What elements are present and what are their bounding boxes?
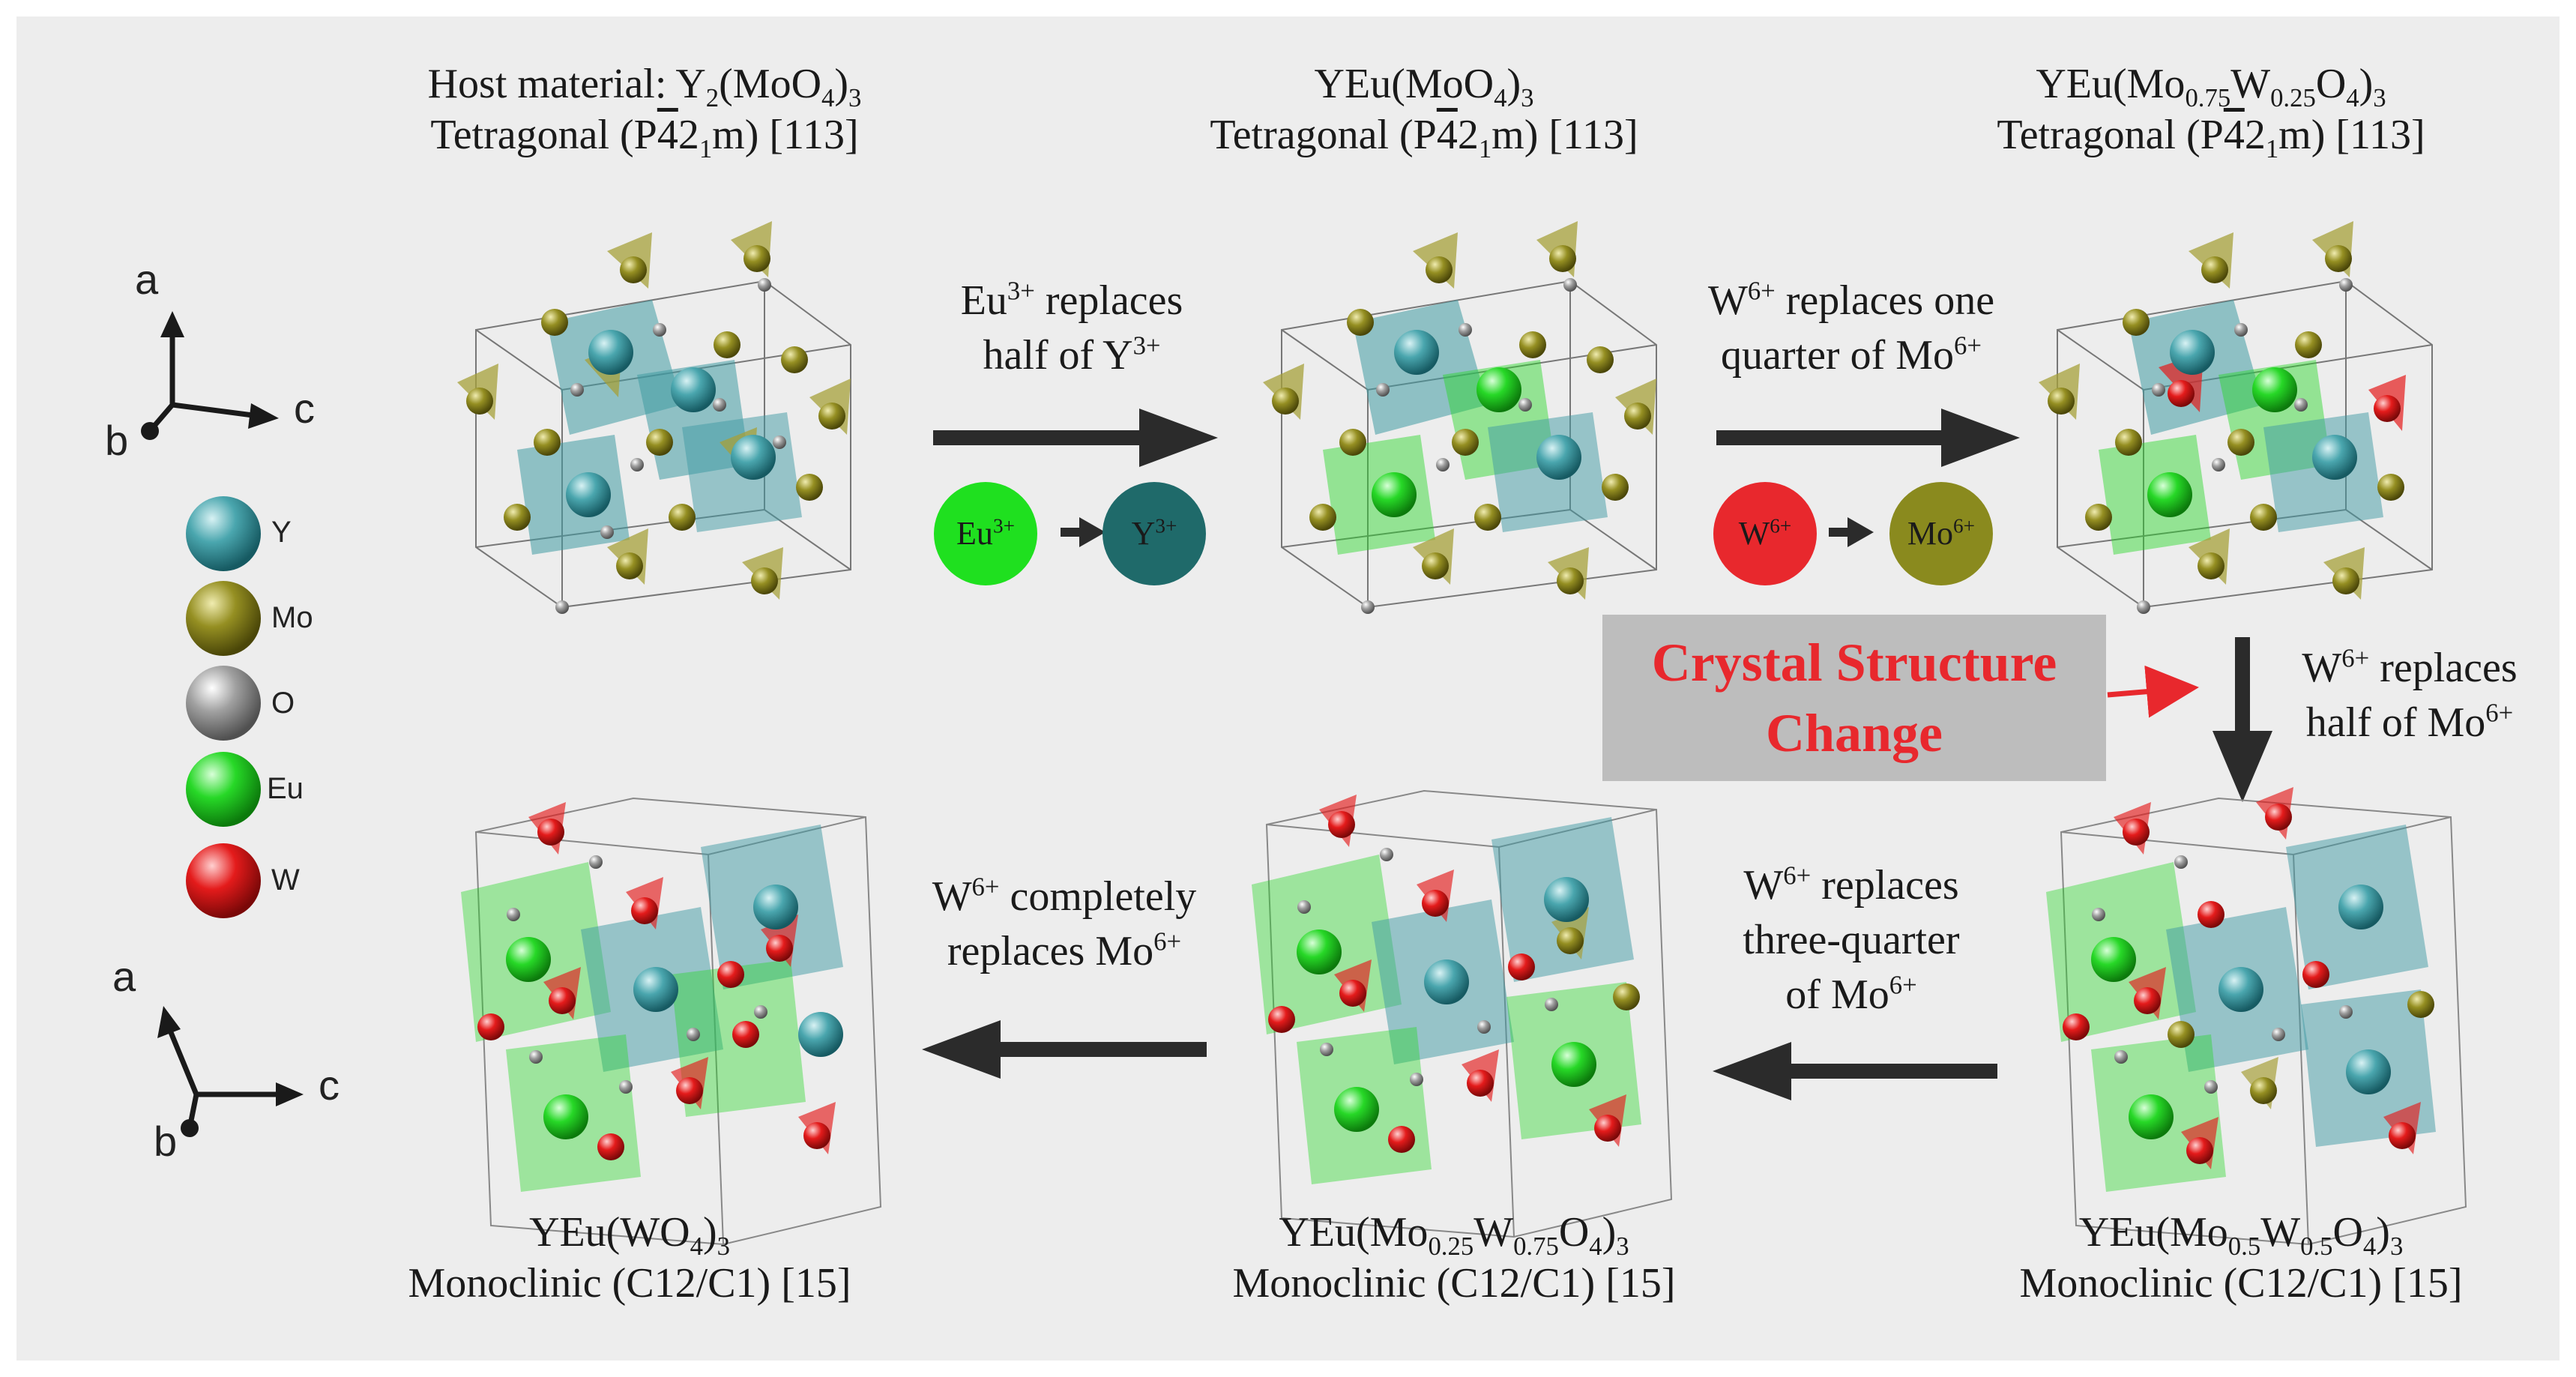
title-s2-formula: YEu(MoO4)3 — [1314, 61, 1534, 113]
axis-label-c-bottom: c — [319, 1061, 340, 1109]
axis-label-a-top: a — [135, 256, 159, 303]
title-s6-phase: Monoclinic (C12/C1) [15] — [408, 1260, 851, 1307]
legend-swatch-eu — [186, 752, 261, 827]
axis-label-b-bottom: b — [154, 1118, 178, 1165]
ion-circle-eu — [934, 482, 1037, 585]
red-pointer-arrow — [2107, 665, 2199, 718]
ion-circle-y — [1103, 482, 1206, 585]
title-s2-phase: Tetragonal (P421m) [113] — [1210, 112, 1638, 164]
legend-swatch-o — [186, 666, 261, 741]
ion-label-w: W6+ — [1738, 514, 1792, 552]
title-host: Host material: Y2(MoO4)3 Tetragonal (P42… — [315, 58, 974, 164]
legend-label-y: Y — [271, 516, 292, 549]
step2-caption: W6+ replaces one quarter of Mo6+ — [1707, 276, 1995, 379]
arrow-right-1 — [933, 409, 1218, 467]
legend-label-w: W — [271, 864, 300, 897]
step4-caption: W6+ replaces three-quarter of Mo6+ — [1743, 861, 1960, 1018]
crystal-s5 — [1252, 789, 1673, 1238]
crystal-s4 — [2046, 787, 2467, 1246]
change-label-line2: Change — [1765, 702, 1943, 763]
crystal-s2 — [1263, 221, 1657, 614]
arrow-right-2 — [1716, 409, 2020, 467]
ion-circle-w — [1713, 482, 1817, 585]
title-s2: YEu(MoO4)3 Tetragonal (P421m) [113] — [1109, 58, 1739, 164]
arrow-down — [2212, 637, 2272, 802]
legend-swatch-w — [186, 843, 261, 918]
step3-caption: W6+ replaces half of Mo6+ — [2302, 643, 2518, 746]
ion-label-y: Y3+ — [1131, 514, 1177, 552]
legend-swatch-y — [186, 496, 261, 571]
axis-label-a-bottom: a — [112, 953, 136, 1000]
axis-label-b-top: b — [105, 417, 129, 464]
arrows — [922, 409, 2272, 1100]
title-s5-formula: YEu(Mo0.25W0.75O4)3 — [1279, 1209, 1629, 1262]
axis-triad-top — [141, 311, 279, 440]
title-s4-phase: Monoclinic (C12/C1) [15] — [2019, 1260, 2463, 1307]
axis-label-c-top: c — [294, 385, 315, 432]
legend-label-eu: Eu — [267, 772, 304, 805]
title-host-formula: Host material: Y2(MoO4)3 — [427, 61, 862, 113]
ion-label-mo: Mo6+ — [1907, 514, 1976, 552]
step5-caption: W6+ completely replaces Mo6+ — [932, 872, 1197, 974]
change-label-line1: Crystal Structure — [1651, 633, 2057, 693]
title-s3-phase: Tetragonal (P421m) [113] — [1997, 112, 2425, 164]
ion-circle-mo — [1889, 482, 1993, 585]
title-s5: YEu(Mo0.25W0.75O4)3 Monoclinic (C12/C1) … — [1124, 1207, 1784, 1310]
crystal-s6 — [461, 797, 882, 1246]
title-s5-phase: Monoclinic (C12/C1) [15] — [1232, 1260, 1676, 1307]
legend-label-o: O — [271, 687, 295, 720]
title-s6-formula: YEu(WO4)3 — [529, 1209, 730, 1262]
crystal-s3 — [2039, 221, 2433, 614]
small-arrow-w-mo — [1829, 517, 1874, 547]
crystal-structure-change-box: Crystal Structure Change — [1602, 615, 2106, 781]
small-arrow-eu-y — [1061, 517, 1105, 547]
title-s3-formula: YEu(Mo0.75W0.25O4)3 — [2036, 61, 2386, 113]
title-s4: YEu(Mo0.5W0.5O4)3 Monoclinic (C12/C1) [1… — [1919, 1207, 2563, 1310]
crystal-host — [457, 221, 851, 614]
legend — [186, 496, 261, 918]
arrow-left-2 — [922, 1020, 1207, 1079]
diagram-canvas — [16, 16, 2560, 1361]
arrow-left-1 — [1713, 1042, 1997, 1100]
step1-caption: Eu3+ replaces half of Y3+ — [960, 276, 1183, 379]
title-host-phase: Tetragonal (P421m) [113] — [430, 112, 859, 164]
title-s6: YEu(WO4)3 Monoclinic (C12/C1) [15] — [345, 1207, 914, 1310]
axis-triad-bottom — [157, 1006, 304, 1137]
legend-label-mo: Mo — [271, 601, 313, 634]
legend-swatch-mo — [186, 581, 261, 656]
ion-label-eu: Eu3+ — [956, 514, 1015, 552]
title-s3: YEu(Mo0.75W0.25O4)3 Tetragonal (P421m) [… — [1896, 58, 2526, 164]
title-s4-formula: YEu(Mo0.5W0.5O4)3 — [2078, 1209, 2404, 1262]
